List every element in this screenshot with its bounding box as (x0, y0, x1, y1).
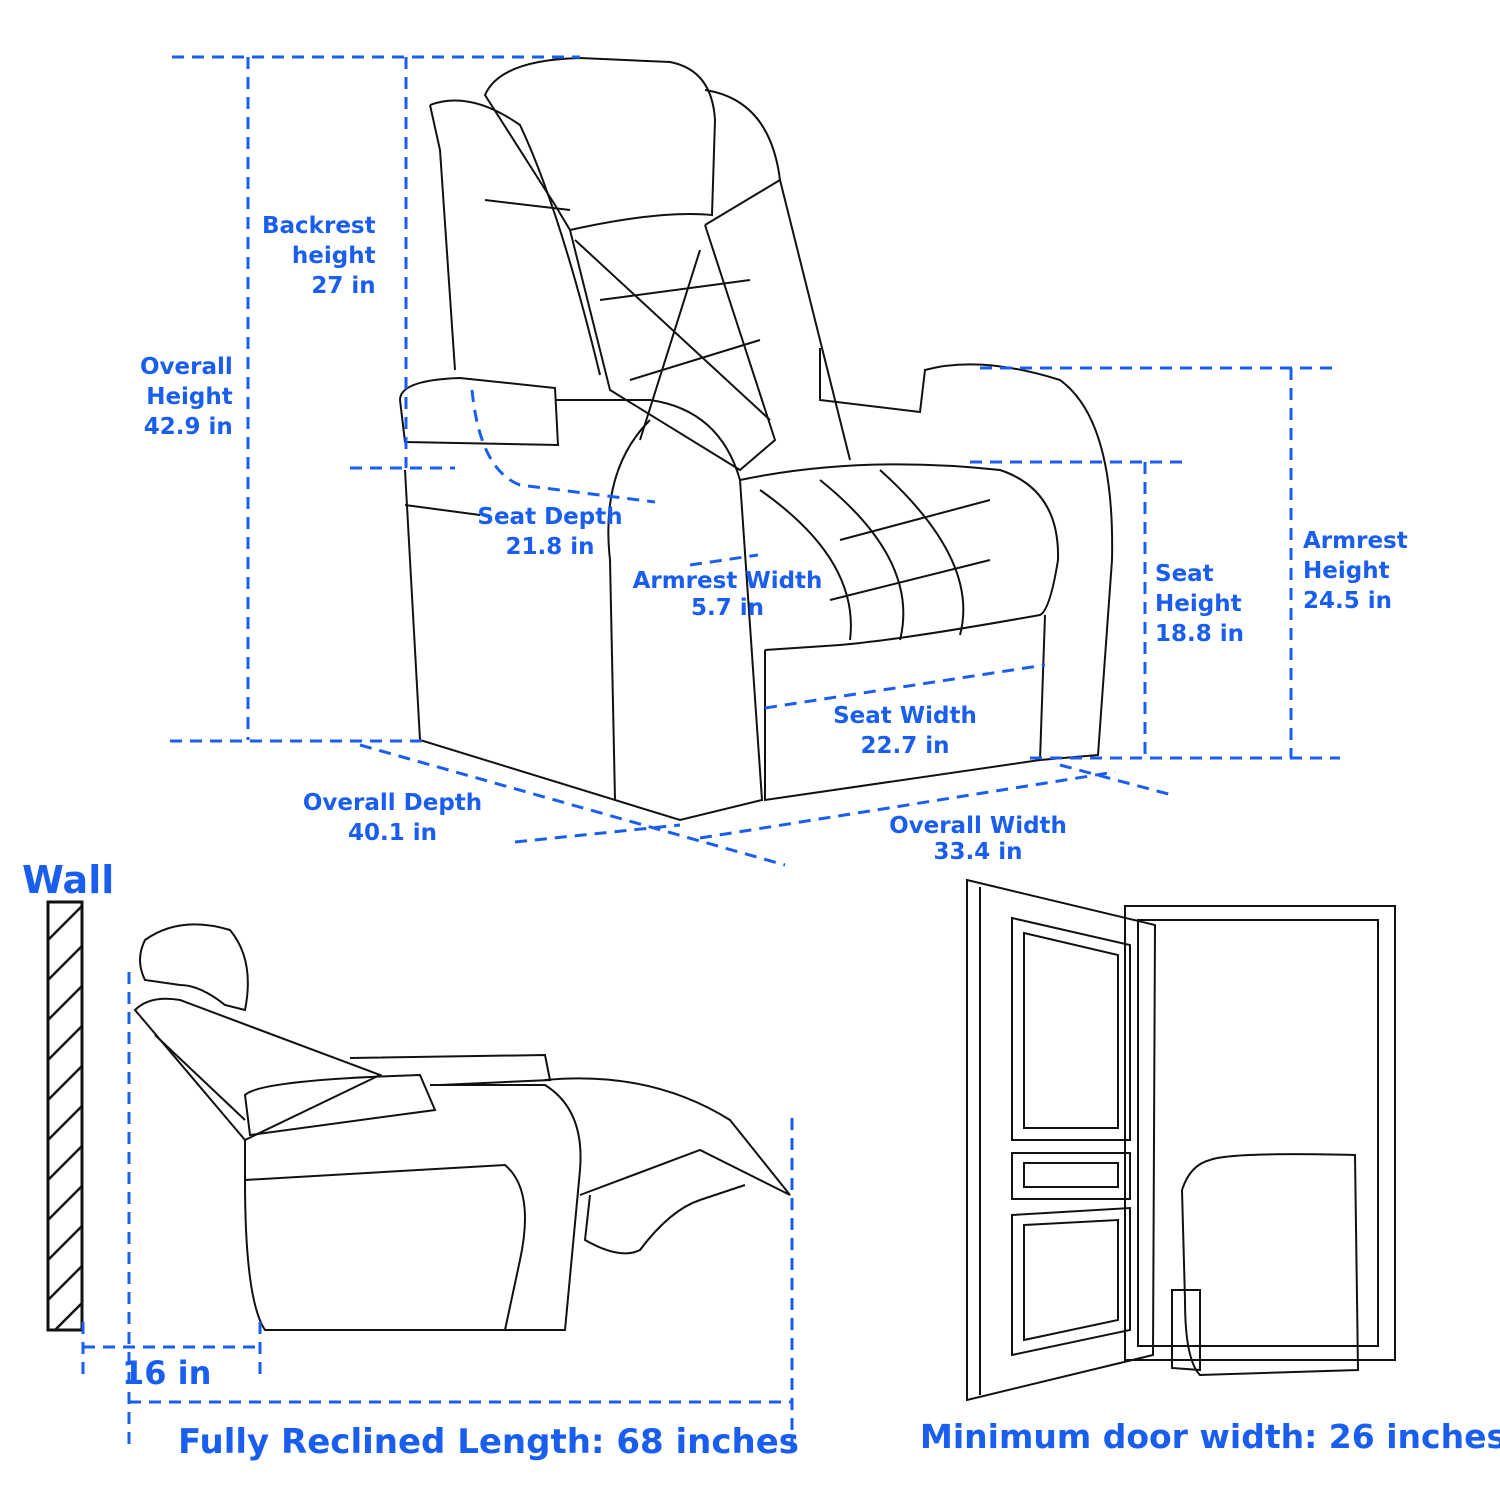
seat-depth-text: Seat Depth (477, 504, 623, 530)
seat-height-line1: Seat (1155, 561, 1214, 587)
armrest-width-label: Armrest Width 5.7 in (630, 568, 825, 622)
overall-width-text: Overall Width (889, 813, 1067, 839)
seat-width-value: 22.7 in (860, 733, 950, 759)
door-width-caption: Minimum door width: 26 inches (920, 1417, 1500, 1456)
seat-depth-value: 21.8 in (505, 534, 595, 560)
overall-height-line2: Height (146, 384, 233, 410)
overall-width-value: 33.4 in (933, 839, 1023, 865)
armrest-height-label: Armrest Height 24.5 in (1303, 526, 1408, 616)
dimension-lines (170, 55, 1340, 867)
seat-width-text: Seat Width (833, 703, 977, 729)
wall-clearance-label: 16 in (122, 1354, 212, 1392)
backrest-height-line1: Backrest (262, 213, 376, 239)
overall-height-label: Overall Height 42.9 in (140, 352, 233, 442)
backrest-height-line2: height (291, 243, 376, 269)
door-drawing (966, 878, 1396, 1402)
seat-height-line2: Height (1155, 591, 1242, 617)
overall-depth-value: 40.1 in (347, 820, 437, 846)
overall-depth-text: Overall Depth (302, 790, 483, 816)
overall-depth-label: Overall Depth 40.1 in (300, 788, 485, 848)
recline-dimension-lines (81, 972, 794, 1450)
seat-height-label: Seat Height 18.8 in (1155, 559, 1244, 649)
armrest-height-value: 24.5 in (1303, 588, 1393, 614)
backrest-height-value: 27 in (311, 273, 376, 299)
reclined-length-caption: Fully Reclined Length: 68 inches (178, 1422, 800, 1462)
overall-width-label: Overall Width 33.4 in (888, 813, 1068, 865)
overall-height-line1: Overall (140, 354, 233, 380)
recliner-reclined-drawing (133, 923, 791, 1331)
backrest-height-label: Backrest height 27 in (262, 211, 376, 301)
seat-width-label: Seat Width 22.7 in (825, 701, 985, 761)
armrest-height-line2: Height (1303, 558, 1390, 584)
armrest-width-value: 5.7 in (690, 595, 764, 621)
wall-drawing (46, 900, 84, 1332)
wall-label: Wall (22, 858, 115, 902)
armrest-height-line1: Armrest (1303, 528, 1408, 554)
armrest-width-text: Armrest Width (632, 568, 823, 594)
seat-height-value: 18.8 in (1155, 621, 1245, 647)
seat-depth-label: Seat Depth 21.8 in (470, 502, 630, 562)
overall-height-value: 42.9 in (143, 414, 233, 440)
recliner-front-drawing (398, 56, 1114, 822)
